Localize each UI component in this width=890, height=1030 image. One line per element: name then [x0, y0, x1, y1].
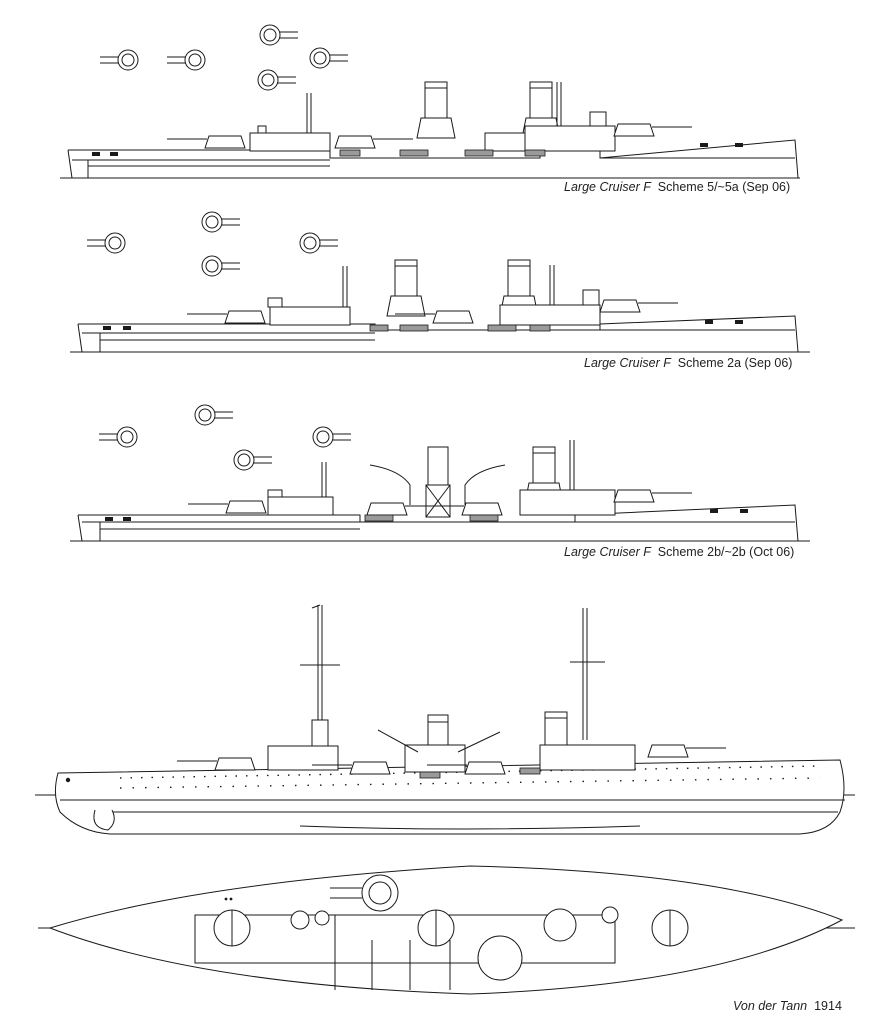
- caption-detail: Scheme 5/~5a (Sep 06): [657, 180, 791, 194]
- von-der-tann-profile: [35, 604, 855, 835]
- caption-scheme-2b: Large Cruiser F Scheme 2b/~2b (Oct 06): [564, 545, 794, 559]
- turret-plan-icons: [98, 404, 352, 471]
- caption-ship-name: Large Cruiser F: [564, 545, 651, 559]
- scheme-2a-drawing: [70, 211, 810, 353]
- caption-detail: 1914: [814, 999, 842, 1013]
- superstructure: [187, 440, 693, 522]
- hull-profile: [70, 315, 810, 353]
- hull-profile: [70, 504, 810, 542]
- superstructure: [186, 259, 679, 332]
- porthole-row: [119, 765, 821, 789]
- caption-scheme-2a: Large Cruiser F Scheme 2a (Sep 06): [584, 356, 792, 370]
- superstructure: [166, 81, 693, 157]
- caption-von-der-tann: Von der Tann 1914: [733, 999, 842, 1013]
- scheme-2b-drawing: [70, 404, 810, 542]
- caption-scheme-5: Large Cruiser F Scheme 5/~5a (Sep 06): [564, 180, 790, 194]
- von-der-tann-plan: [38, 865, 855, 995]
- caption-ship-name: Large Cruiser F: [584, 356, 671, 370]
- turret-plan-icons: [86, 211, 339, 277]
- caption-ship-name: Von der Tann: [733, 999, 808, 1013]
- caption-detail: Scheme 2a (Sep 06): [677, 356, 793, 370]
- caption-ship-name: Large Cruiser F: [564, 180, 651, 194]
- hull-profile: [60, 139, 800, 179]
- scheme-5-drawing: [60, 24, 800, 179]
- turret-plan-icons: [99, 24, 349, 91]
- caption-detail: Scheme 2b/~2b (Oct 06): [657, 545, 795, 559]
